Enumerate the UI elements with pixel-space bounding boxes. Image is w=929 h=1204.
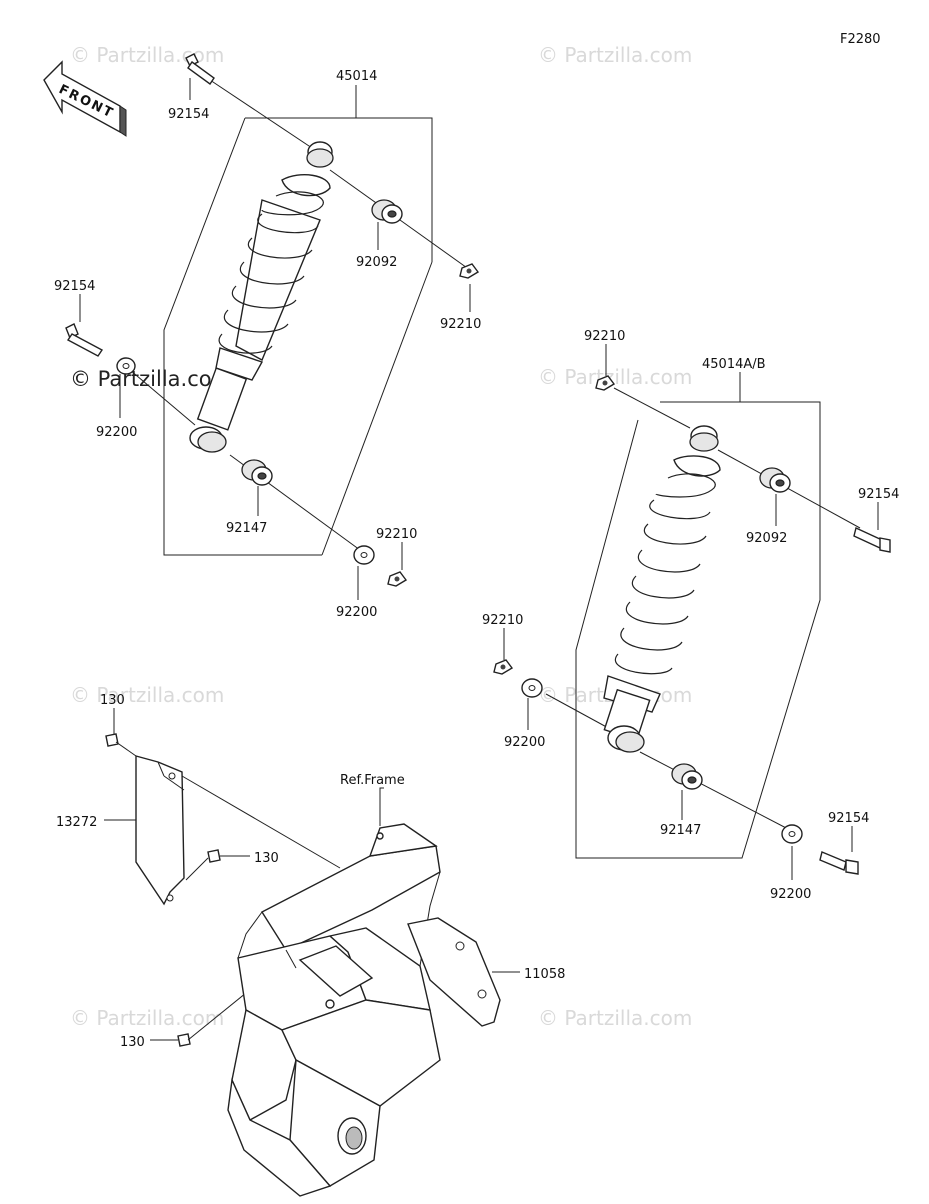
- right-shock-assembly: 92210 45014A/B 92154 92092 92210 92200 9…: [482, 329, 899, 902]
- part-label-92154: 92154: [54, 279, 95, 294]
- screw-icon: [207, 849, 221, 863]
- part-label-13272: 13272: [56, 815, 97, 830]
- part-label-92154: 92154: [168, 107, 209, 122]
- part-label-92092: 92092: [356, 255, 397, 270]
- bushing-icon: [241, 459, 273, 486]
- bolt-icon: [185, 53, 215, 85]
- part-label-92210: 92210: [376, 527, 417, 542]
- watermark: © Partzilla.com: [538, 1006, 692, 1030]
- nut-icon: [459, 263, 480, 279]
- screw-icon: [105, 733, 119, 747]
- figure-code: F2280: [840, 32, 881, 47]
- nut-icon: [493, 659, 514, 675]
- bolt-icon: [65, 323, 104, 357]
- part-label-92154: 92154: [828, 811, 869, 826]
- part-label-92200: 92200: [96, 425, 137, 440]
- bushing-icon: [671, 763, 703, 790]
- part-label-45014: 45014: [336, 69, 377, 84]
- part-label-92200: 92200: [504, 735, 545, 750]
- part-label-92092: 92092: [746, 531, 787, 546]
- part-label-11058: 11058: [524, 967, 565, 982]
- part-label-92210: 92210: [482, 613, 523, 628]
- frame-section: 130 13272 130 130 11058 Ref.Frame: [56, 693, 565, 1197]
- part-label-92147: 92147: [226, 521, 267, 536]
- part-label-130: 130: [120, 1035, 145, 1050]
- left-shock-assembly: 45014 92154 92092 92210 92154 92200 9214…: [54, 53, 481, 620]
- watermark: © Partzilla.com: [70, 43, 224, 67]
- watermark: © Partzilla.com: [538, 43, 692, 67]
- watermark: © Partzilla.com: [70, 1006, 224, 1030]
- part-label-45014ab: 45014A/B: [702, 357, 766, 372]
- part-label-92154: 92154: [858, 487, 899, 502]
- part-label-92200: 92200: [770, 887, 811, 902]
- nut-icon: [387, 571, 408, 587]
- washer-icon: [116, 357, 136, 375]
- front-arrow-icon: FRONT: [43, 60, 127, 137]
- ref-frame-label: Ref.Frame: [340, 773, 405, 788]
- watermark: © Partzilla.com: [70, 683, 224, 707]
- bushing-icon: [371, 199, 403, 224]
- shock-absorber-icon: [603, 425, 721, 753]
- part-label-130: 130: [254, 851, 279, 866]
- cover-plate-icon: [135, 755, 185, 906]
- nut-icon: [595, 375, 616, 391]
- washer-icon: [353, 545, 375, 565]
- bolt-icon: [819, 851, 859, 875]
- shock-absorber-icon: [189, 141, 334, 453]
- part-label-92147: 92147: [660, 823, 701, 838]
- frame-icon: [227, 823, 441, 1197]
- washer-icon: [781, 824, 803, 844]
- part-label-92210: 92210: [440, 317, 481, 332]
- bushing-icon: [759, 467, 791, 493]
- screw-icon: [177, 1033, 191, 1047]
- part-label-92200: 92200: [336, 605, 377, 620]
- washer-icon: [521, 678, 543, 698]
- watermark: © Partzilla.com: [538, 365, 692, 389]
- part-label-130: 130: [100, 693, 125, 708]
- bolt-icon: [853, 527, 891, 553]
- part-label-92210: 92210: [584, 329, 625, 344]
- watermark-dark: © Partzilla.com: [70, 367, 232, 391]
- guard-plate-icon: [407, 917, 501, 1027]
